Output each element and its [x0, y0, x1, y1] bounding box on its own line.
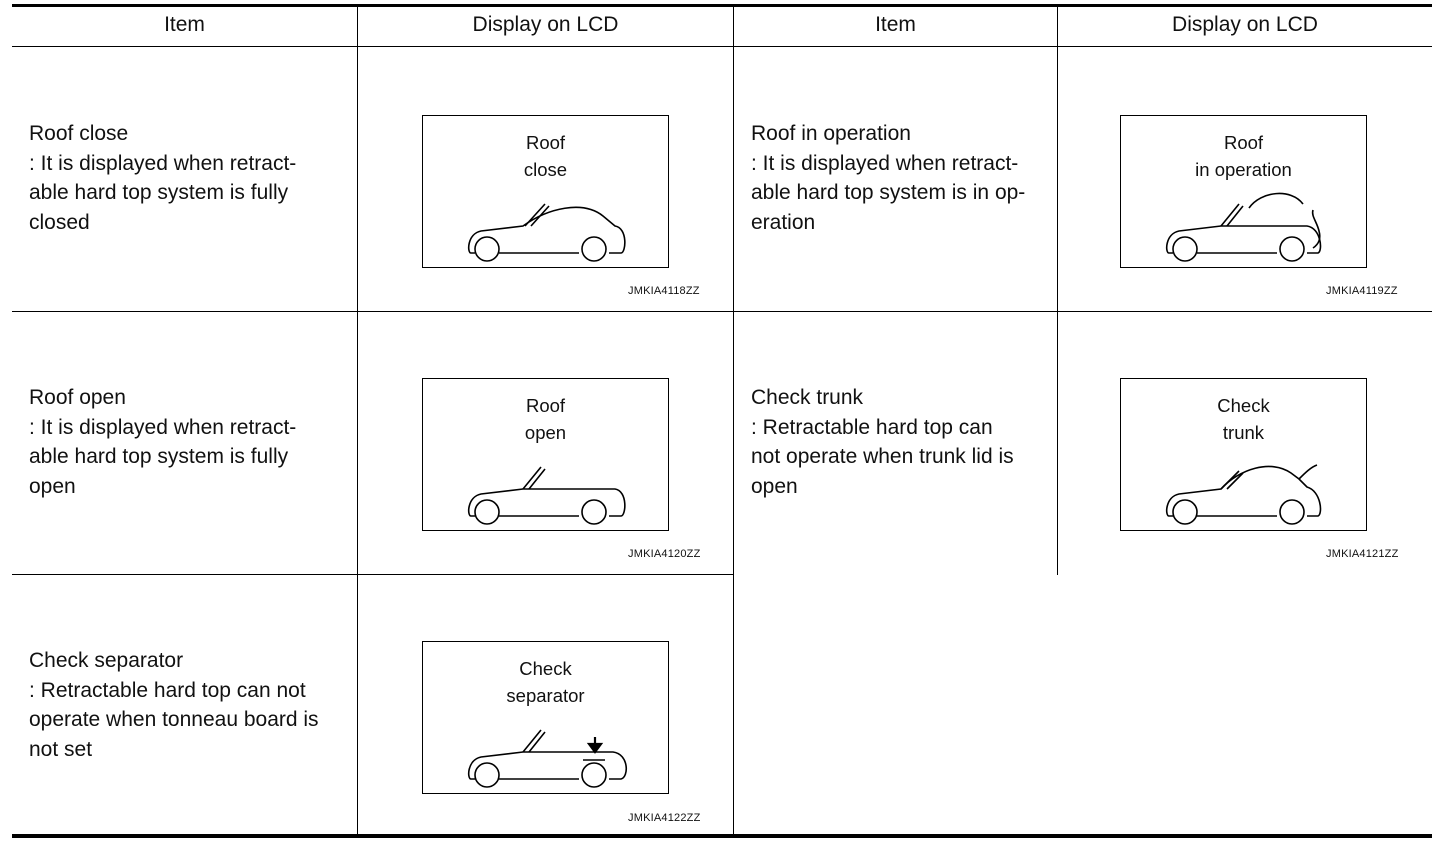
- col-rule-1: [357, 4, 358, 835]
- item-check-separator: Check separator : Retractable hard top c…: [29, 649, 319, 761]
- item-roof-in-operation: Roof in operation : It is displayed when…: [751, 122, 1026, 234]
- lcd-roof-close: Roof close: [422, 115, 669, 268]
- car-separator-arrow-icon: [467, 729, 628, 788]
- row-rule-1: [12, 311, 1432, 312]
- header-item-1: Item: [164, 13, 205, 36]
- lcd-roof-in-operation: Roof in operation: [1120, 115, 1367, 268]
- col-rule-2: [733, 4, 734, 835]
- car-roof-open-icon: [467, 466, 626, 525]
- item-roof-open: Roof open : It is displayed when retract…: [29, 386, 297, 498]
- car-roof-closed-icon: [467, 203, 626, 262]
- col-rule-3: [1057, 4, 1058, 575]
- lcd-text-roof-close: Roof close: [523, 132, 568, 180]
- header-item-2: Item: [875, 13, 916, 36]
- row-rule-2: [12, 574, 734, 575]
- figure-code-4118: JMKIA4118ZZ: [628, 285, 700, 297]
- lcd-text-roof-open: Roof open: [524, 395, 567, 443]
- figure-code-4121: JMKIA4121ZZ: [1326, 548, 1399, 560]
- lcd-text-roof-in-operation: Roof in operation: [1195, 132, 1292, 180]
- header-rule: [12, 46, 1432, 47]
- figure-code-4120: JMKIA4120ZZ: [628, 548, 701, 560]
- item-check-trunk: Check trunk : Retractable hard top can n…: [751, 386, 1014, 498]
- lcd-text-check-separator: Check separator: [506, 658, 585, 706]
- lcd-roof-open: Roof open: [422, 378, 669, 531]
- item-roof-close: Roof close : It is displayed when retrac…: [29, 122, 297, 234]
- header-display-2: Display on LCD: [1172, 13, 1318, 36]
- header-display-1: Display on LCD: [472, 13, 619, 36]
- lcd-text-check-trunk: Check trunk: [1217, 395, 1270, 443]
- bottom-rule: [12, 834, 1432, 838]
- top-rule: [12, 4, 1432, 7]
- lcd-display-table: Item Display on LCD Item Display on LCD …: [12, 4, 1432, 838]
- figure-code-4122: JMKIA4122ZZ: [628, 812, 701, 824]
- figure-code-4119: JMKIA4119ZZ: [1326, 285, 1398, 297]
- lcd-check-trunk: Check trunk: [1120, 378, 1367, 531]
- car-trunk-open-icon: [1165, 464, 1322, 525]
- car-roof-in-operation-icon: [1165, 192, 1322, 262]
- lcd-check-separator: Check separator: [422, 641, 669, 794]
